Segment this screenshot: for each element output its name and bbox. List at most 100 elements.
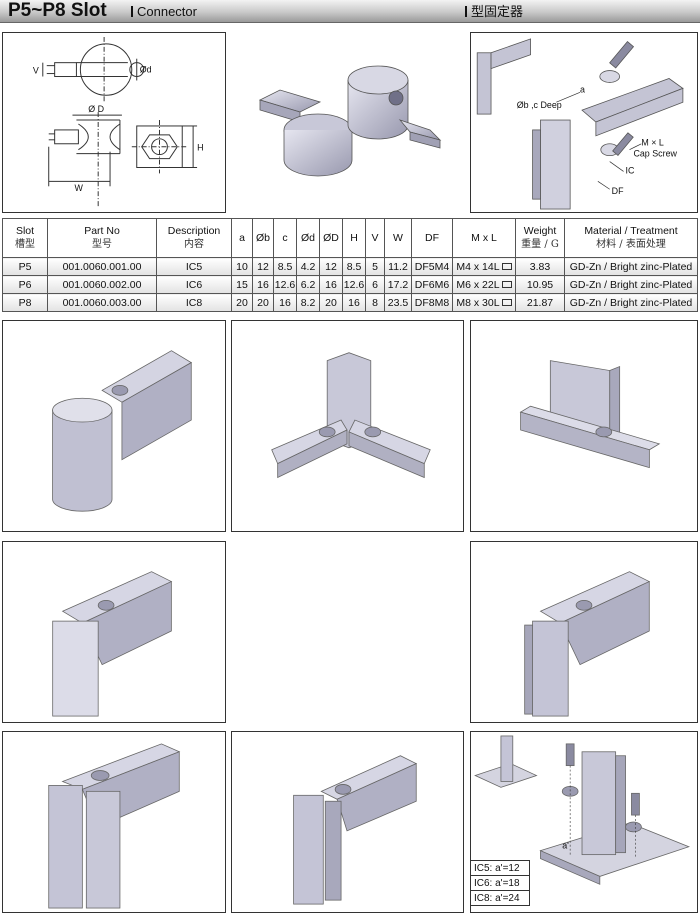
cell-material: GD-Zn / Bright zinc-Plated [564, 257, 698, 276]
cell-w: 11.2 [384, 257, 412, 276]
assembly-image-offset-joint [231, 731, 464, 913]
connector-render [240, 40, 460, 190]
cell-slot: P6 [2, 275, 48, 294]
cell-d-small: 8.2 [296, 293, 320, 312]
chinese-title: 型固定器 [465, 3, 523, 21]
label-a-prime: a' [562, 841, 569, 851]
label-w: W [74, 183, 83, 193]
cell-part-no: 001.0060.002.00 [47, 275, 157, 294]
cell-part-no: 001.0060.001.00 [47, 257, 157, 276]
cell-weight: 21.87 [515, 293, 565, 312]
cell-d-small: 4.2 [296, 257, 320, 276]
list-item: IC6: a'=18 [470, 875, 530, 891]
page-subtitle: Connector [131, 3, 197, 21]
assembly-image-corner-profile [470, 541, 698, 723]
chinese-title-text: 型固定器 [471, 4, 524, 19]
cell-w: 17.2 [384, 275, 412, 294]
cell-w: 23.5 [384, 293, 412, 312]
list-item: IC5: a'=12 [470, 860, 530, 876]
label-h: H [197, 143, 203, 153]
header-v: V [365, 218, 385, 258]
cell-df: DF8M8 [411, 293, 453, 312]
header-a: a [231, 218, 253, 258]
table-row: P8 001.0060.003.00 IC8 20 20 16 8.2 20 1… [2, 293, 698, 312]
separator-bar [131, 6, 133, 17]
cell-b: 16 [252, 275, 274, 294]
cell-c: 12.6 [273, 275, 297, 294]
assembly-diagram: a Øb ,c Deep M × L Cap Screw IC DF [476, 38, 684, 210]
cell-part-no: 001.0060.003.00 [47, 293, 157, 312]
cell-d-large: 12 [319, 257, 343, 276]
label-a: a [580, 84, 585, 94]
label-d-small: Ød [140, 65, 152, 75]
assembly-image-corner-round [2, 320, 226, 532]
cell-df: DF5M4 [411, 257, 453, 276]
assembly-image-t-joint [470, 320, 698, 532]
cell-weight: 3.83 [515, 257, 565, 276]
header-w: W [384, 218, 412, 258]
table-row: P6 001.0060.002.00 IC6 15 16 12.6 6.2 16… [2, 275, 698, 294]
assembly-diagram-box: a Øb ,c Deep M × L Cap Screw IC DF [470, 32, 698, 213]
label-mxl: M × L [641, 138, 664, 148]
ic-legend: IC5: a'=12 IC6: a'=18 IC8: a'=24 [470, 860, 530, 906]
table-row: P5 001.0060.001.00 IC5 10 12 8.5 4.2 12 … [2, 257, 698, 276]
label-cap-screw: Cap Screw [633, 149, 677, 159]
cell-v: 6 [365, 275, 385, 294]
legend-ic5: IC5: a'=12 [470, 860, 530, 876]
page-title: P5~P8 Slot [8, 0, 107, 21]
cell-b: 12 [252, 257, 274, 276]
cell-v: 5 [365, 257, 385, 276]
cell-a: 10 [231, 257, 253, 276]
header-b: Øb [252, 218, 274, 258]
header-mxl: M x L [452, 218, 516, 258]
header-d-large: ØD [319, 218, 343, 258]
cell-mxl: M4 x 14L [452, 257, 516, 276]
cell-d-small: 6.2 [296, 275, 320, 294]
cell-b: 20 [252, 293, 274, 312]
legend-ic8: IC8: a'=24 [470, 890, 530, 906]
list-item: IC8: a'=24 [470, 890, 530, 906]
cell-material: GD-Zn / Bright zinc-Plated [564, 275, 698, 294]
cell-d-large: 20 [319, 293, 343, 312]
cell-mxl: M6 x 22L [452, 275, 516, 294]
separator-bar [465, 6, 467, 17]
cell-material: GD-Zn / Bright zinc-Plated [564, 293, 698, 312]
page-header: P5~P8 Slot Connector 型固定器 [0, 0, 700, 23]
header-df: DF [411, 218, 453, 258]
cell-df: DF6M6 [411, 275, 453, 294]
screw-icon [501, 298, 512, 306]
cell-h: 8.5 [342, 257, 366, 276]
label-v: V [33, 66, 39, 76]
cell-a: 20 [231, 293, 253, 312]
header-d-small: Ød [296, 218, 320, 258]
technical-drawing: V Ød Ø D H W [33, 36, 203, 207]
cell-c: 8.5 [273, 257, 297, 276]
connector-render-svg [258, 65, 442, 177]
assembly-image-3way [231, 320, 464, 532]
assembly-image-double-profile [2, 731, 226, 913]
cell-description: IC6 [156, 275, 232, 294]
label-b-deep: Øb ,c Deep [517, 100, 562, 110]
cell-h: 12.6 [342, 275, 366, 294]
cell-a: 15 [231, 275, 253, 294]
cell-weight: 10.95 [515, 275, 565, 294]
legend-ic6: IC6: a'=18 [470, 875, 530, 891]
cell-slot: P8 [2, 293, 48, 312]
label-df: DF [612, 186, 624, 196]
cell-slot: P5 [2, 257, 48, 276]
cell-description: IC8 [156, 293, 232, 312]
cell-d-large: 16 [319, 275, 343, 294]
label-d-large: Ø D [88, 104, 104, 114]
header-h: H [342, 218, 366, 258]
screw-icon [501, 280, 512, 288]
subtitle-text: Connector [137, 4, 197, 19]
technical-drawing-box: V Ød Ø D H W [2, 32, 226, 213]
cell-description: IC5 [156, 257, 232, 276]
